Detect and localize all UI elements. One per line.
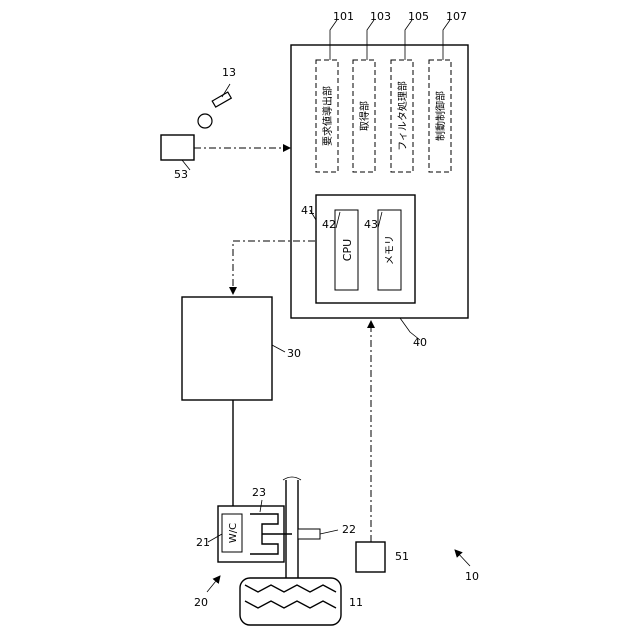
wheel-cylinder-ref: 21: [196, 536, 210, 549]
wheel: [240, 578, 341, 625]
brake-actuator-ref: 30: [287, 347, 301, 360]
brake-actuator-box: [182, 297, 272, 400]
driver-icon: [198, 84, 231, 128]
rotor-axle: [283, 477, 320, 578]
module-105-ref: 105: [408, 10, 429, 23]
system-ref: 10: [465, 570, 479, 583]
wheel-speed-sensor-box: [356, 542, 385, 572]
wheel-cylinder-label: W/C: [228, 523, 239, 543]
module-107-label: 制動制御部: [434, 91, 447, 141]
rotor-ref: 22: [342, 523, 356, 536]
caliper-ref: 23: [252, 486, 266, 499]
brake-device-ref: 20: [194, 596, 208, 609]
module-101-ref: 101: [333, 10, 354, 23]
driver-ref: 13: [222, 66, 236, 79]
memory-ref: 43: [364, 218, 378, 231]
onboard-sensor-box: [161, 135, 194, 160]
cpu-label: CPU: [341, 239, 354, 261]
module-103-ref: 103: [370, 10, 391, 23]
control-unit-ref: 40: [413, 336, 427, 349]
wheel-speed-sensor-ref: 51: [395, 550, 409, 563]
brake-device-arrow: [207, 576, 220, 592]
module-105-label: フィルタ処理部: [396, 81, 409, 151]
module-101-label: 要求値導出部: [321, 86, 334, 146]
memory-label: メモリ: [385, 235, 396, 265]
cpu-block-ref: 41: [301, 204, 315, 217]
module-107-ref: 107: [446, 10, 467, 23]
cpu-ref: 42: [322, 218, 336, 231]
wheel-ref: 11: [349, 596, 363, 609]
system-ref-arrow: [455, 550, 470, 566]
onboard-sensor-ref: 53: [174, 168, 188, 181]
module-103-label: 取得部: [358, 101, 371, 131]
